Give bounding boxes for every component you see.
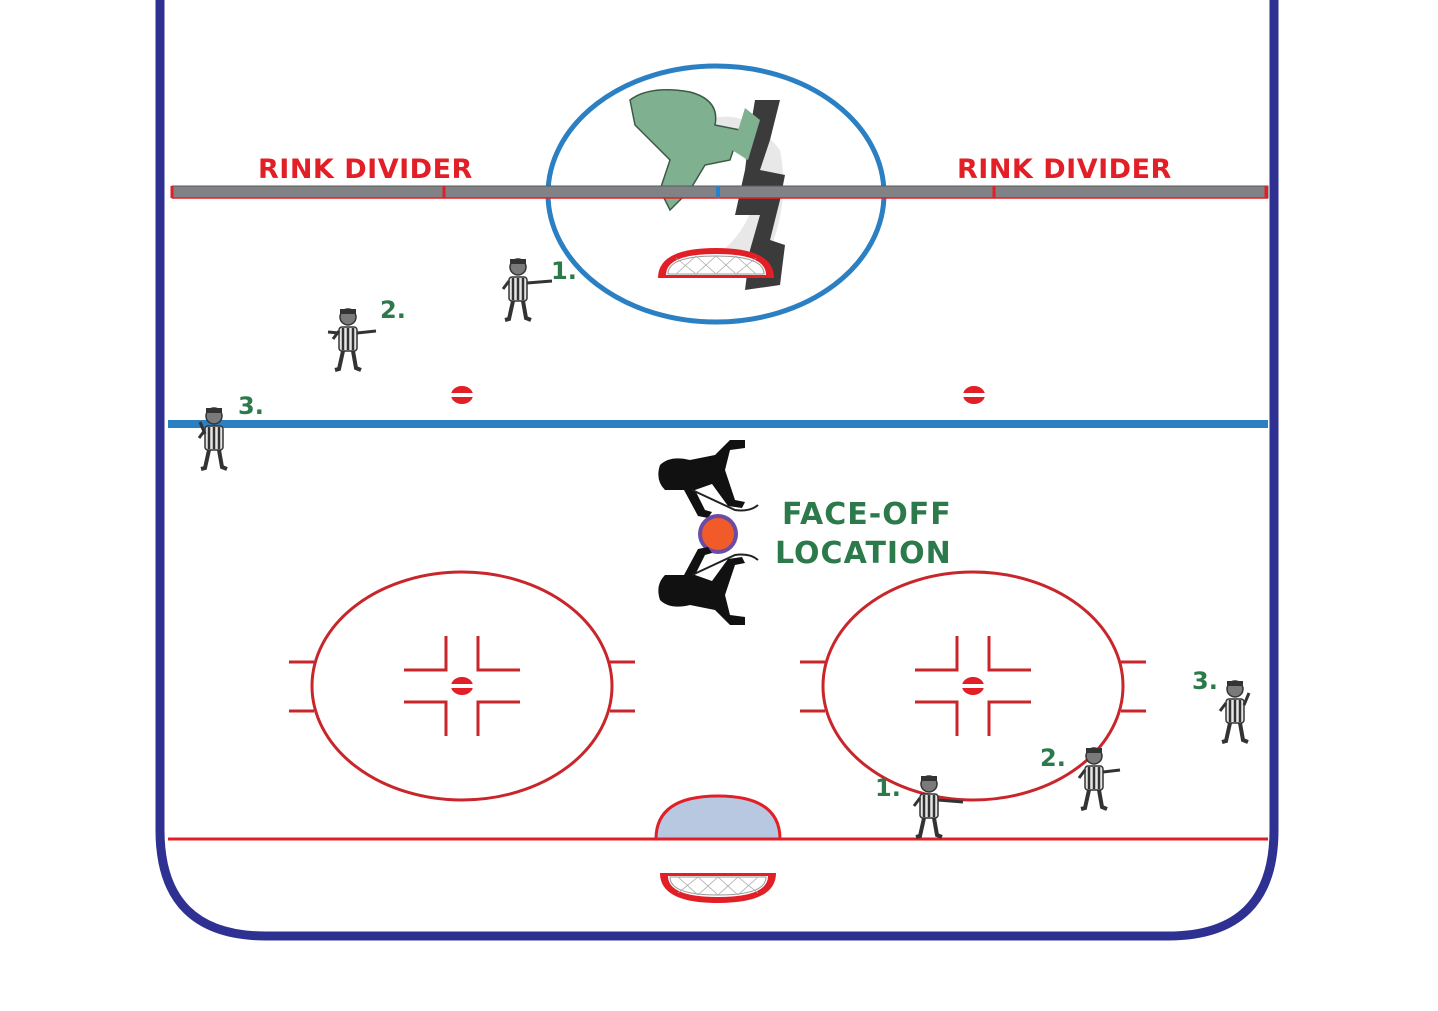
skater-icon-bottom [658, 547, 759, 625]
faceoff-puck-location [698, 514, 738, 554]
referee-icon-bottom-2 [1077, 746, 1121, 811]
goal-net-icon-bottom [659, 872, 777, 904]
skater-icon-top [658, 440, 759, 518]
rink-divider [170, 185, 1269, 199]
referee-icon-bottom-3 [1218, 679, 1251, 744]
rink-boards [155, 0, 1279, 941]
divider-label-left: RINK DIVIDER [258, 154, 473, 185]
faceoff-dot-right [962, 677, 984, 695]
official-number-bottom-1: 1. [875, 774, 901, 802]
official-number-top-3: 3. [238, 392, 264, 420]
official-number-bottom-3: 3. [1192, 667, 1218, 695]
official-number-top-1: 1. [551, 257, 577, 285]
faceoff-label-line2: LOCATION [775, 536, 952, 571]
faceoff-label-line1: FACE-OFF [782, 497, 952, 532]
official-number-top-2: 2. [380, 296, 406, 324]
referee-icon-top-3 [197, 406, 229, 471]
faceoff-circle-right [800, 570, 1146, 802]
referee-icon-bottom-1 [912, 774, 964, 839]
official-number-bottom-2: 2. [1040, 744, 1066, 772]
goal-crease [654, 794, 782, 841]
faceoff-dot-left [451, 677, 473, 695]
referee-icon-top-2 [327, 307, 377, 372]
faceoff-dot-top-left [451, 386, 473, 404]
divider-label-right: RINK DIVIDER [957, 154, 1172, 185]
referee-icon-top-1 [501, 257, 553, 322]
faceoff-circle-left [289, 570, 635, 802]
faceoff-dot-top-right [963, 386, 985, 404]
